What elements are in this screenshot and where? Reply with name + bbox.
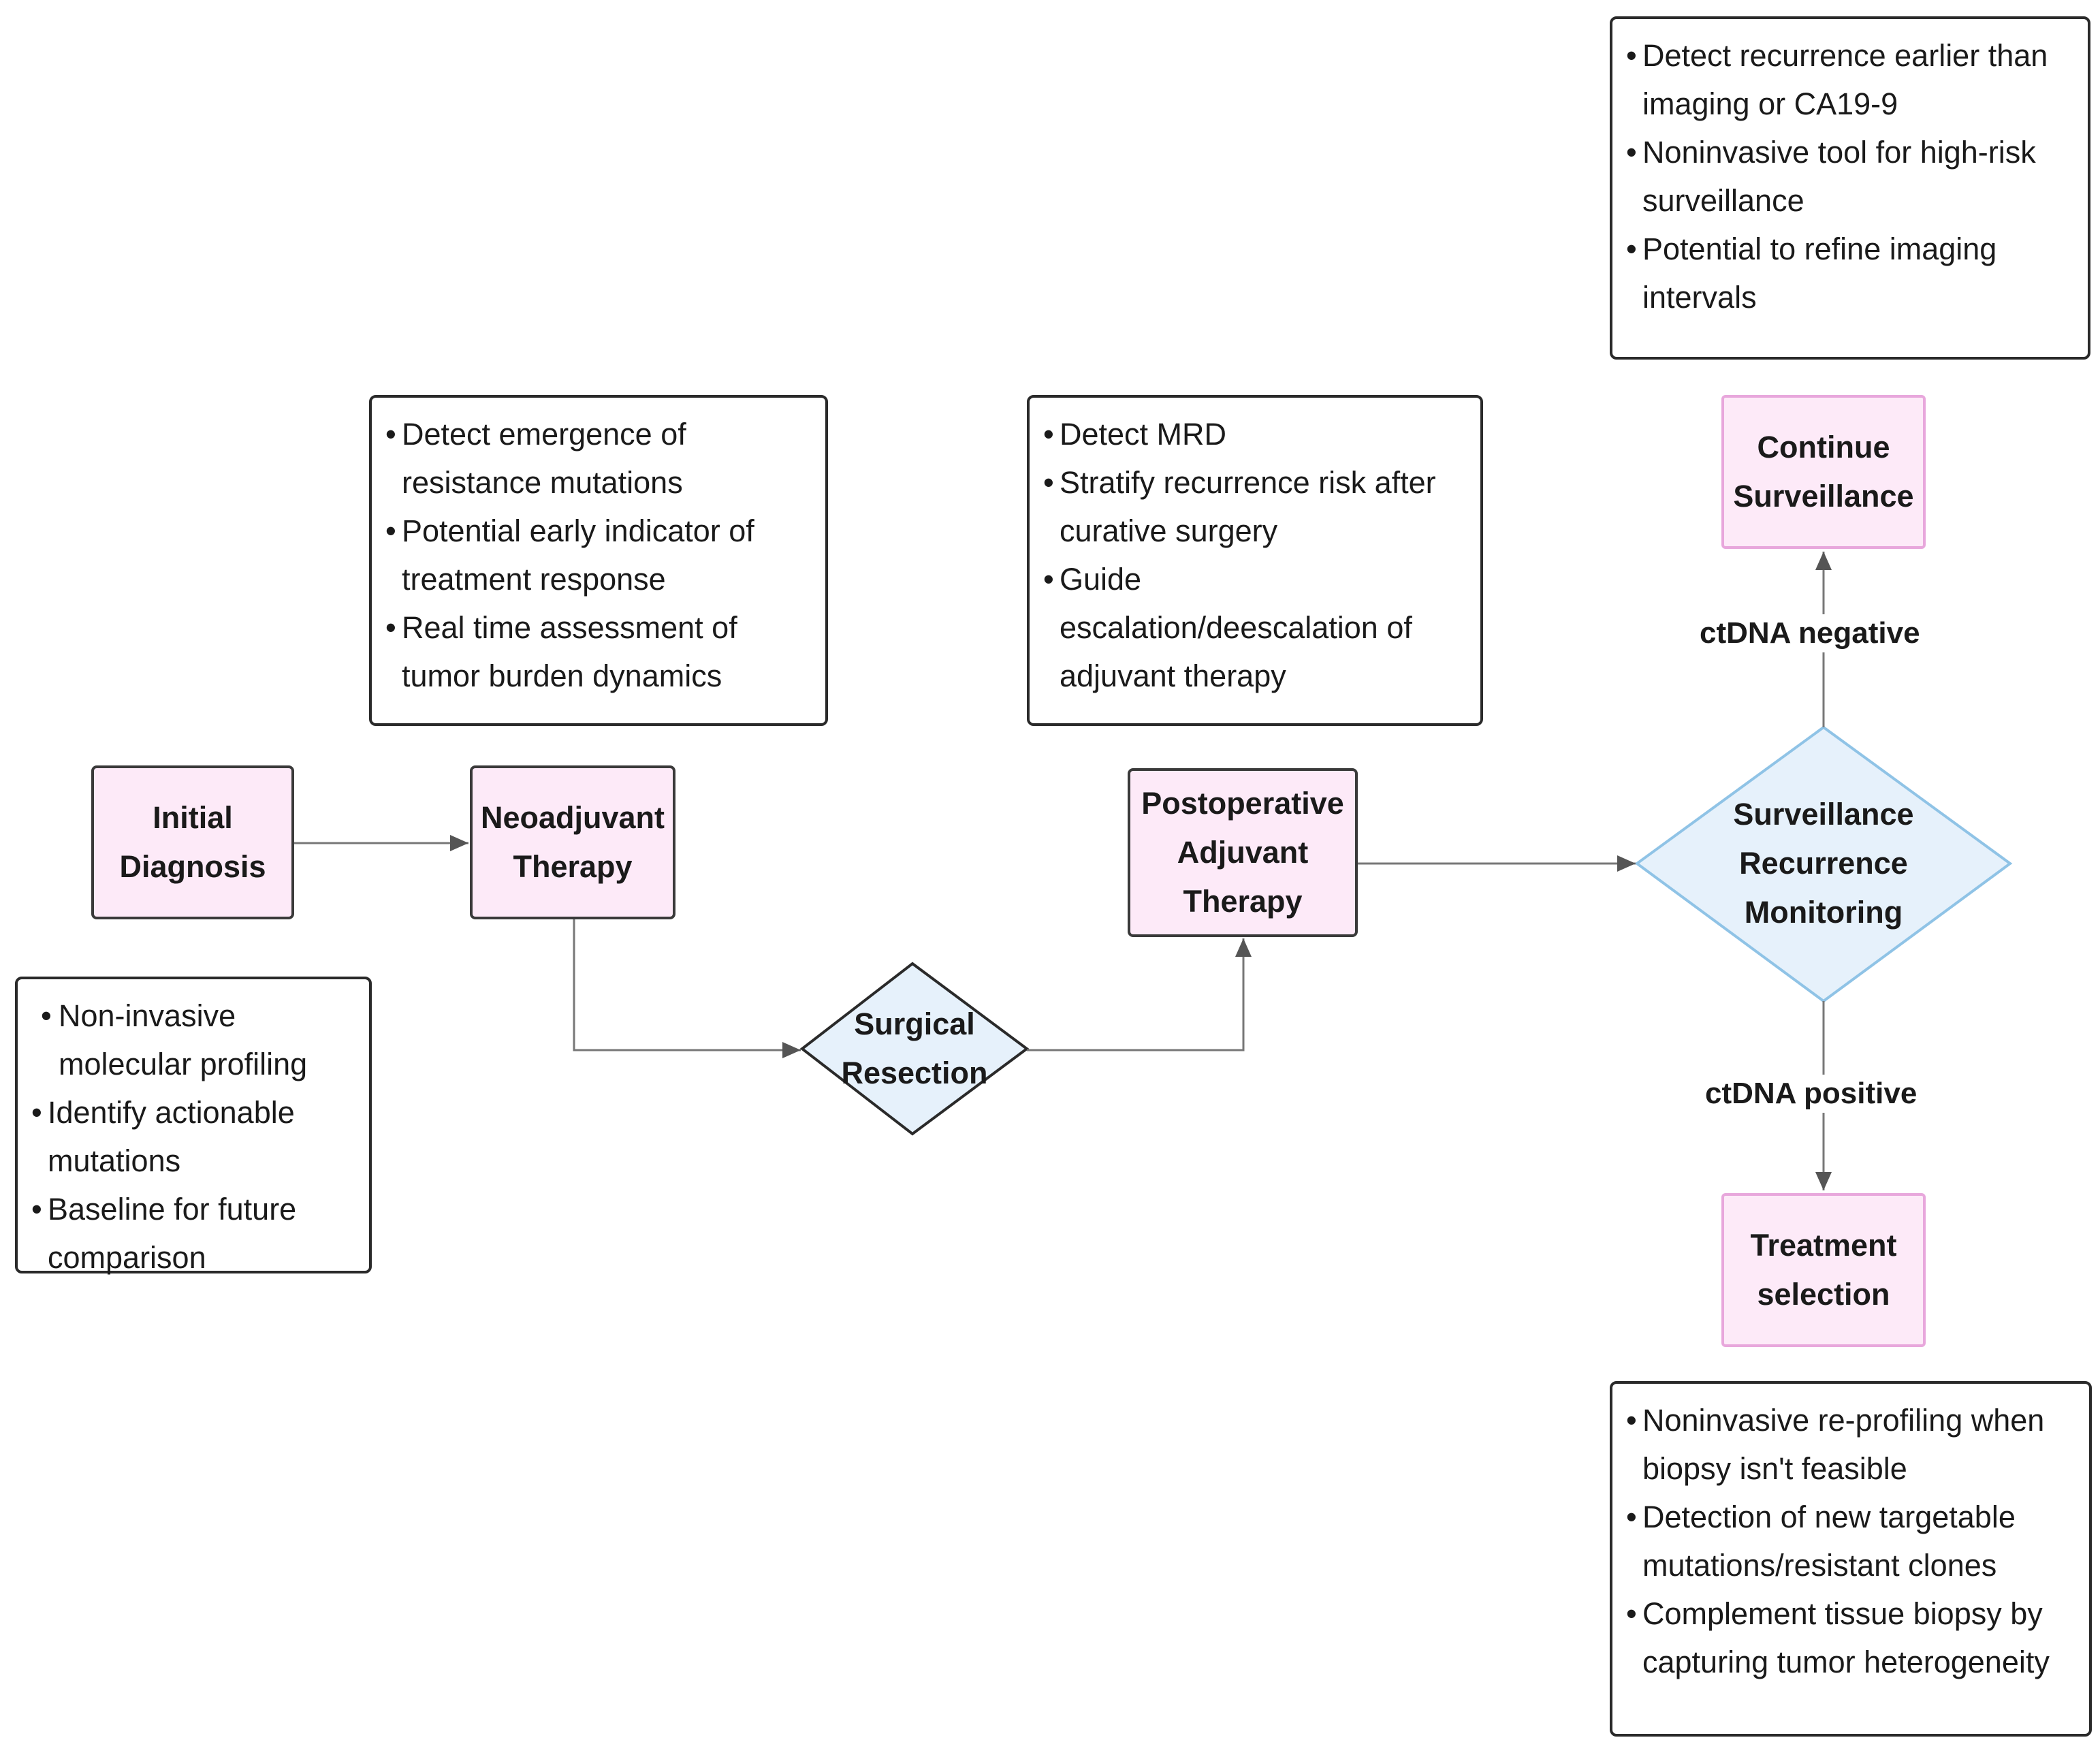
note-line: Noninvasive re-profiling when (1642, 1403, 2045, 1438)
note-line: Detection of new targetable (1642, 1500, 2016, 1534)
node-label-line: Postoperative (1141, 786, 1344, 821)
note-line: treatment response (402, 562, 666, 597)
surgical-resection-diamond (799, 962, 1030, 1136)
note-line: biopsy isn't feasible (1642, 1451, 1907, 1486)
note-line: Potential to refine imaging (1642, 232, 1997, 266)
note-line: molecular profiling (59, 1047, 308, 1081)
note-line: escalation/deescalation of (1060, 610, 1412, 645)
node-label-line: Surveillance (1733, 479, 1914, 513)
note-item: Potential to refine imaging intervals (1622, 225, 2078, 321)
note-line: Guide (1060, 562, 1142, 597)
node-label-line: Resection (841, 1056, 988, 1090)
note-item: Baseline for future comparison (27, 1185, 360, 1282)
note-line: mutations (48, 1143, 181, 1178)
note-line: Stratify recurrence risk after (1060, 465, 1436, 500)
treatment-selection-node: Treatment selection (1721, 1193, 1926, 1347)
note-line: Identify actionable (48, 1095, 295, 1130)
node-label-line: Recurrence (1739, 846, 1908, 881)
note-line: Detect emergence of (402, 417, 686, 452)
ctdna-positive-label: ctDNA positive (1702, 1075, 1920, 1113)
node-label-line: Neoadjuvant (480, 800, 665, 835)
node-label-line: Initial (153, 800, 233, 835)
treatment-notes-box: Noninvasive re-profiling when biopsy isn… (1610, 1381, 2092, 1737)
note-item: Identify actionable mutations (27, 1088, 360, 1185)
note-line: Real time assessment of (402, 610, 737, 645)
node-label-line: Monitoring (1744, 895, 1903, 930)
node-label-line: Adjuvant (1177, 835, 1309, 870)
neoadjuvant-notes-box: Detect emergence of resistance mutations… (369, 395, 828, 726)
connector-surgery-to-postoperative (1027, 938, 1252, 1051)
note-item: Guide escalation/deescalation of adjuvan… (1039, 555, 1471, 700)
note-line: tumor burden dynamics (402, 659, 722, 693)
surveillance-notes-list: Detect recurrence earlier than imaging o… (1622, 31, 2078, 321)
diagnosis-notes-box: Non-invasive molecular profiling Identif… (15, 977, 372, 1275)
note-line: adjuvant therapy (1060, 659, 1286, 693)
neoadjuvant-therapy-node: Neoadjuvant Therapy (470, 765, 675, 919)
surgical-resection-label: Surgical Resection (804, 981, 1025, 1117)
note-item: Non-invasive molecular profiling (27, 992, 360, 1088)
diagnosis-notes-list: Non-invasive molecular profiling Identif… (27, 992, 360, 1282)
note-line: Detect recurrence earlier than (1642, 38, 2048, 73)
note-line: Non-invasive (59, 998, 236, 1033)
note-item: Detect emergence of resistance mutations (381, 410, 816, 507)
postoperative-notes-list: Detect MRD Stratify recurrence risk afte… (1039, 410, 1471, 700)
postoperative-notes-box: Detect MRD Stratify recurrence risk afte… (1027, 395, 1483, 726)
node-label-line: selection (1757, 1277, 1890, 1312)
note-line: Potential early indicator of (402, 513, 754, 548)
note-line: Complement tissue biopsy by (1642, 1596, 2043, 1631)
note-item: Stratify recurrence risk after curative … (1039, 458, 1471, 555)
neoadjuvant-notes-list: Detect emergence of resistance mutations… (381, 410, 816, 700)
note-item: Detect recurrence earlier than imaging o… (1622, 31, 2078, 128)
ctdna-negative-label: ctDNA negative (1697, 614, 1923, 652)
note-item: Detection of new targetable mutations/re… (1622, 1493, 2080, 1589)
node-label-line: Therapy (513, 849, 633, 884)
note-line: comparison (48, 1240, 206, 1275)
node-label-line: Diagnosis (119, 849, 266, 884)
note-line: Baseline for future (48, 1192, 297, 1226)
postoperative-adjuvant-therapy-node: Postoperative Adjuvant Therapy (1128, 768, 1358, 937)
surveillance-notes-box: Detect recurrence earlier than imaging o… (1610, 16, 2090, 360)
note-line: resistance mutations (402, 465, 683, 500)
surveillance-monitoring-label: Surveillance Recurrence Monitoring (1682, 789, 1965, 938)
note-line: mutations/resistant clones (1642, 1548, 1997, 1583)
note-item: Complement tissue biopsy by capturing tu… (1622, 1589, 2080, 1686)
initial-diagnosis-node: Initial Diagnosis (91, 765, 294, 919)
node-label-line: Surgical (854, 1007, 975, 1041)
node-label-line: Surveillance (1733, 797, 1914, 832)
note-item: Detect MRD (1039, 410, 1471, 458)
connector-neoadjuvant-to-surgery (573, 918, 801, 1058)
continue-surveillance-node: Continue Surveillance (1721, 395, 1926, 549)
note-item: Noninvasive re-profiling when biopsy isn… (1622, 1396, 2080, 1493)
note-item: Real time assessment of tumor burden dyn… (381, 603, 816, 700)
note-item: Noninvasive tool for high-risk surveilla… (1622, 128, 2078, 225)
note-line: surveillance (1642, 183, 1804, 218)
node-label-line: Treatment (1750, 1228, 1897, 1263)
note-line: imaging or CA19-9 (1642, 86, 1898, 121)
node-label-line: Therapy (1183, 884, 1303, 919)
node-label-line: Continue (1757, 430, 1890, 464)
note-item: Potential early indicator of treatment r… (381, 507, 816, 603)
note-line: capturing tumor heterogeneity (1642, 1645, 2050, 1679)
note-line: curative surgery (1060, 513, 1278, 548)
treatment-notes-list: Noninvasive re-profiling when biopsy isn… (1622, 1396, 2080, 1686)
note-line: Noninvasive tool for high-risk (1642, 135, 2036, 170)
note-line: intervals (1642, 280, 1757, 315)
note-line: Detect MRD (1060, 417, 1227, 452)
